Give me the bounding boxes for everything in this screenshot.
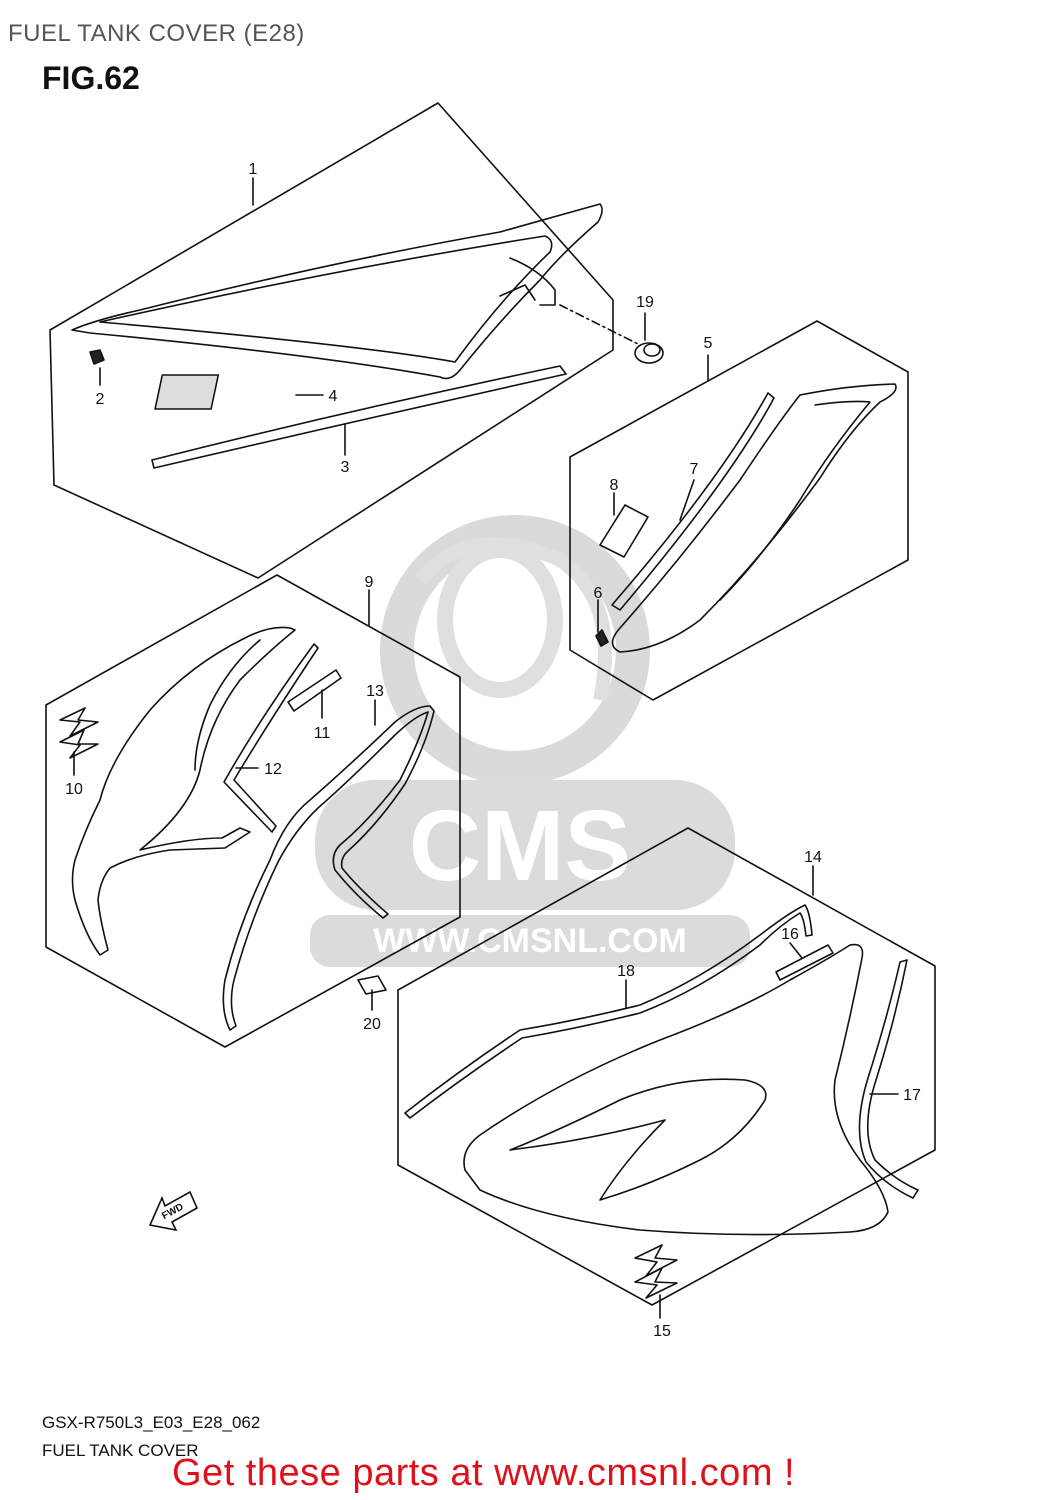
part-19-grommet (634, 342, 664, 364)
box-part-9 (45, 574, 461, 1048)
part-3-strip (151, 365, 567, 469)
callout-4: 4 (329, 388, 338, 405)
callout-11: 11 (314, 725, 331, 742)
diagram-caption: FUEL TANK COVER (42, 1441, 199, 1460)
part-10-emblem (59, 707, 99, 759)
promo-link[interactable]: Get these parts at www.cmsnl.com ! (172, 1452, 796, 1494)
part-9-cover (71, 626, 296, 956)
part-15-emblem (634, 1244, 678, 1299)
callout-1: 1 (249, 161, 258, 178)
part-7-strip (611, 392, 775, 611)
part-11-strip (287, 669, 342, 712)
part-2-clip (89, 349, 105, 365)
diagram-code: GSX-R750L3_E03_E28_062 (42, 1413, 261, 1432)
callout-8: 8 (610, 477, 619, 494)
callout-20: 20 (363, 1016, 381, 1033)
watermark-url-text: WWW.CMSNL.COM (373, 922, 687, 960)
part-1-shape (71, 203, 603, 380)
part-17-molding (858, 959, 919, 1199)
callout-15: 15 (653, 1323, 671, 1340)
callout-12: 12 (264, 761, 282, 778)
callout-5: 5 (704, 335, 713, 352)
box-part-1 (49, 102, 614, 579)
part-20-clip (357, 975, 387, 995)
callout-3: 3 (341, 459, 350, 476)
callout-16: 16 (781, 926, 799, 943)
callout-19: 19 (636, 294, 654, 311)
callout-9: 9 (365, 574, 374, 591)
box-part-14 (397, 827, 936, 1306)
part-5-cover (611, 383, 897, 653)
figure-number: FIG.62 (42, 60, 140, 96)
callout-7: 7 (690, 461, 699, 478)
watermark-logo-text: CMS (409, 790, 631, 902)
callout-13: 13 (366, 683, 384, 700)
callout-18: 18 (617, 963, 635, 980)
callout-2: 2 (96, 391, 105, 408)
page-title: FUEL TANK COVER (E28) (8, 20, 305, 47)
part-13-molding (222, 705, 435, 1031)
callout-6: 6 (594, 585, 603, 602)
box-part-5 (569, 320, 909, 701)
callout-14: 14 (804, 849, 822, 866)
fwd-arrow-icon: FWD (148, 1190, 199, 1232)
part-8-pad (599, 504, 649, 558)
callout-17: 17 (903, 1087, 921, 1104)
part-12-strip (223, 643, 319, 833)
part-14-cover (463, 943, 889, 1236)
part-18-molding (404, 904, 813, 1119)
cms-watermark: CMS WWW.CMSNL.COM (310, 515, 750, 967)
callout-10: 10 (65, 781, 83, 798)
part-4-grille (154, 374, 220, 410)
part-16-pad (775, 944, 834, 981)
part-6-clip (595, 629, 609, 647)
